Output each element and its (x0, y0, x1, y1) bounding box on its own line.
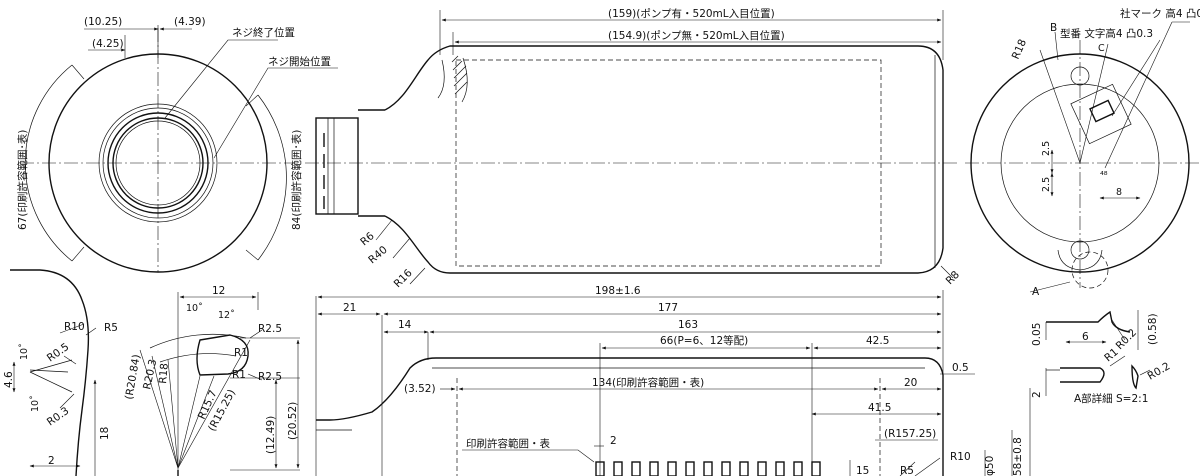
label-b: B (1050, 22, 1057, 34)
radius-r5-body: R5 (900, 465, 914, 476)
detail-a-caption: A部詳細 S=2:1 (1074, 392, 1148, 405)
dim-phi-50: φ50 (984, 456, 996, 476)
radius-r10-body: R10 (950, 451, 971, 463)
angle-12-thread: 12˚ (218, 310, 235, 321)
print-range-84: 84(印刷許容範囲･表) (290, 130, 303, 230)
dim-4-39: (4.39) (174, 16, 206, 28)
dim-6-detail: 6 (1082, 331, 1089, 343)
print-range-67: 67(印刷許容範囲･表) (16, 130, 29, 230)
radius-r40: R40 (366, 244, 390, 266)
radius-r0-3: R0.3 (45, 405, 72, 429)
dim-21: 21 (343, 302, 356, 314)
dim-3-52: (3.52) (404, 383, 436, 395)
radius-r0-2-upper: R0.2 (1114, 327, 1139, 352)
radius-r1-lower: R1 (232, 369, 246, 381)
radius-r0-5: R0.5 (45, 341, 72, 365)
neck-top-view (20, 25, 338, 273)
model-text-note: 型番 文字高4 凸0.3 (1060, 27, 1153, 40)
dim-2-detail: 2 (1031, 391, 1043, 398)
label-a: A (1032, 286, 1040, 298)
dim-159: (159)(ポンプ有・520mL入目位置) (608, 7, 775, 20)
dim-177: 177 (658, 302, 678, 314)
labels: (10.25) (4.25) (4.39) ネジ終了位置 ネジ開始位置 67(印… (3, 7, 1200, 476)
radius-r5-neck: R5 (104, 322, 118, 334)
radius-r20-84: (R20.84) (123, 354, 143, 401)
dim-8: 8 (1116, 187, 1122, 198)
dim-4-6: 4.6 (3, 371, 15, 388)
angle-10-upper: 10˚ (19, 343, 30, 360)
dim-2-neck: 2 (48, 455, 55, 467)
dim-163: 163 (678, 319, 698, 331)
angle-10-thread: 10˚ (186, 303, 203, 314)
dim-18: 18 (99, 427, 111, 440)
mark-glyph: ⁴⁸ (1100, 170, 1108, 181)
dim-20: 20 (904, 377, 917, 389)
dim-2-rib: 2 (610, 435, 617, 447)
dim-154-9: (154.9)(ポンプ無・520mL入目位置) (608, 29, 785, 42)
angle-10-lower: 10˚ (30, 395, 41, 412)
dim-2-5-upper: 2.5 (1041, 141, 1052, 156)
radius-r16: R16 (392, 267, 415, 290)
radius-r6: R6 (358, 230, 377, 248)
radius-r1-upper: R1 (234, 347, 248, 359)
radius-r2-5-upper: R2.5 (258, 323, 282, 335)
thread-profile-detail (139, 292, 300, 476)
shoulder-hatch (437, 55, 468, 103)
dim-14: 14 (398, 319, 412, 331)
radius-r2-5-lower: R2.5 (258, 371, 282, 383)
dim-4-25: (4.25) (92, 38, 124, 50)
maker-mark-note: 社マーク 高4 凸0.3 (1120, 7, 1200, 20)
dim-134: 134(印刷許容範囲・表) (592, 376, 704, 389)
label-c: C (1098, 43, 1105, 54)
dim-41-5: 41.5 (868, 402, 891, 414)
radius-r18-bottom: R18 (1010, 37, 1029, 61)
dim-0-58: (0.58) (1147, 313, 1159, 345)
dim-0-5: 0.5 (952, 362, 969, 374)
dim-12: 12 (212, 285, 225, 297)
dim-12-49: (12.49) (265, 416, 277, 454)
dim-198: 198±1.6 (595, 285, 641, 297)
radius-r10-neck: R10 (64, 321, 85, 333)
radius-r0-2-lower: R0.2 (1146, 360, 1173, 382)
neck-section-detail (10, 269, 97, 476)
dim-42-5: 42.5 (866, 335, 889, 347)
print-range-label: 印刷許容範囲・表 (466, 437, 550, 450)
dim-15: 15 (856, 465, 869, 476)
grip-ribs (595, 461, 821, 476)
dim-2-5-lower: 2.5 (1041, 177, 1052, 192)
radius-r18-thread: R18 (157, 363, 171, 385)
dim-20-52: (20.52) (287, 402, 299, 440)
dim-66: 66(P=6、12等配) (660, 334, 748, 347)
bottle-bottom-view: ⁴⁸ (965, 21, 1200, 293)
detail-a-view (1045, 310, 1151, 396)
bottle-side-view (305, 10, 960, 285)
screw-start-label: ネジ開始位置 (268, 55, 331, 68)
dim-10-25: (10.25) (84, 16, 122, 28)
front-elevation (315, 290, 1031, 476)
dim-58: 58±0.8 (1012, 437, 1024, 476)
dim-0-05: 0.05 (1031, 323, 1043, 346)
screw-end-label: ネジ終了位置 (232, 26, 295, 39)
radius-r157: (R157.25) (884, 428, 936, 440)
